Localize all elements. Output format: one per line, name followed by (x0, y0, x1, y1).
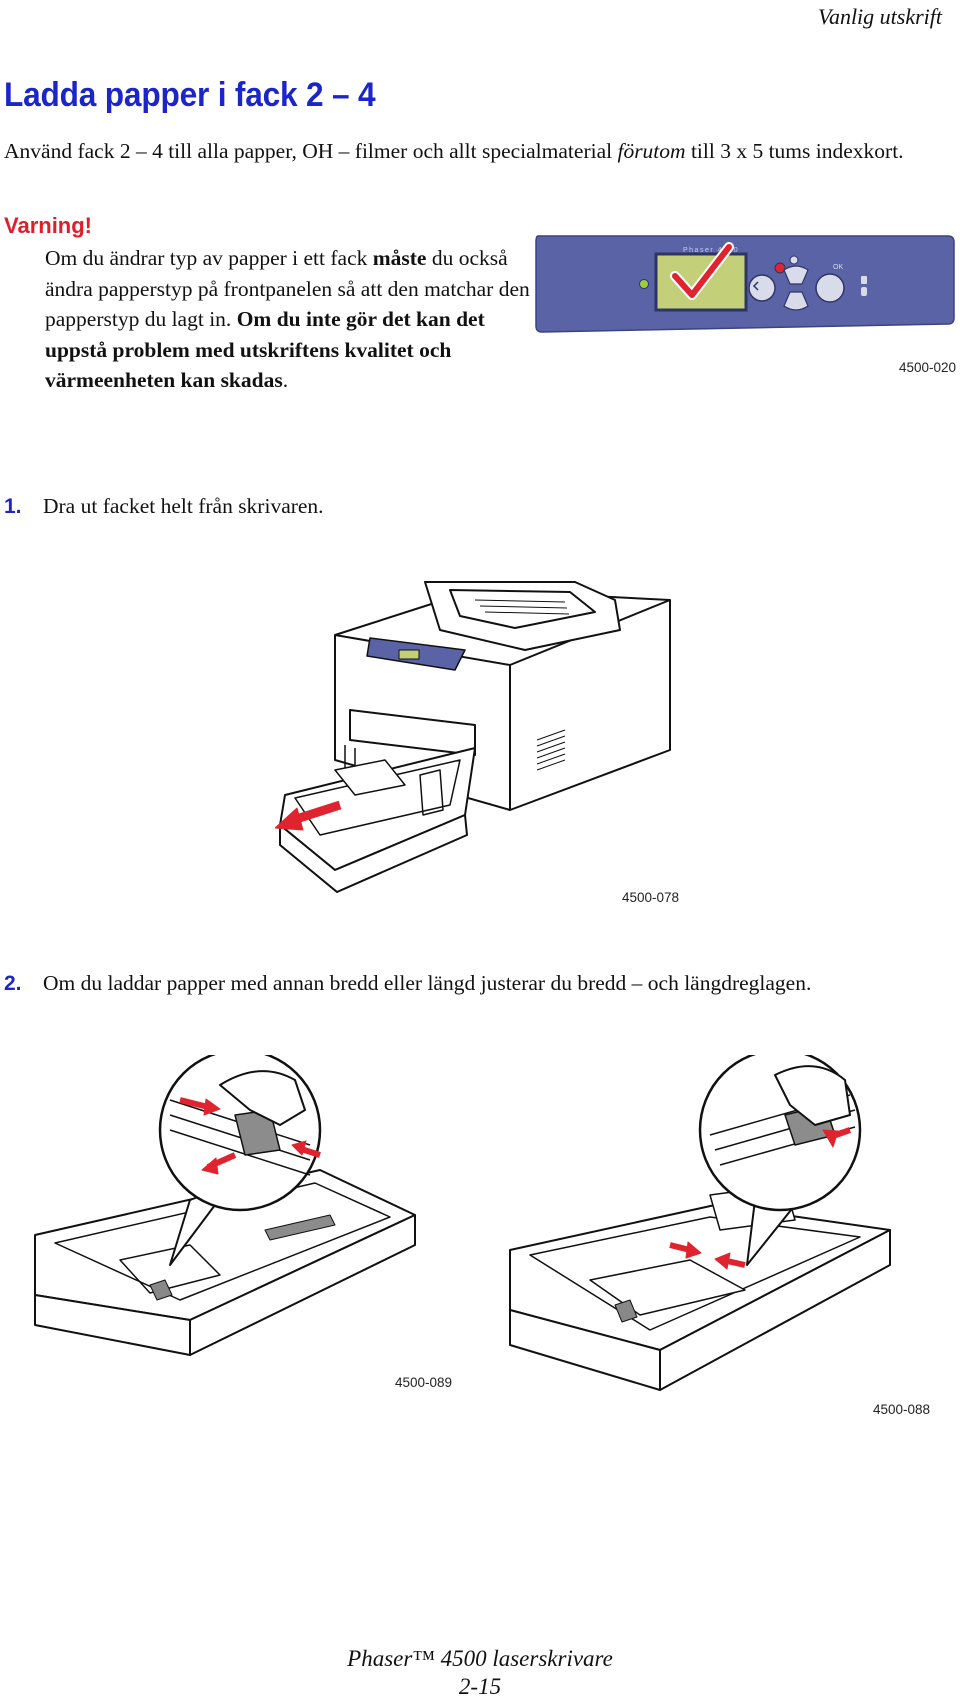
step-1-number: 1. (4, 495, 22, 518)
printer-illustration (275, 581, 671, 893)
printer-door (349, 709, 476, 756)
output-tray (449, 589, 596, 629)
panel-lcd (654, 252, 748, 312)
printer-panel-lcd (398, 649, 420, 660)
page-title: Ladda papper i fack 2 – 4 (4, 76, 376, 114)
warning-text: Om du ändrar typ av papper i ett fack må… (45, 243, 535, 396)
tray-width-guide-illustration (34, 1055, 416, 1356)
printer-figure-caption: 4500-078 (622, 890, 680, 905)
tray-inner (294, 759, 461, 836)
footer-page-number: 2-15 (458, 1674, 502, 1699)
tray-front (279, 814, 468, 893)
right-callout-hand (774, 1065, 851, 1126)
printer-switch (344, 745, 356, 770)
step-1-text: Dra ut facket helt från skrivaren. (43, 494, 324, 518)
back-arrow-icon (752, 281, 759, 291)
step-2-number: 2. (4, 972, 22, 995)
warning-bold-2: Om du inte gör det kan det uppstå proble… (45, 307, 485, 392)
front-panel-illustration: Phaser 4500 OK (535, 235, 955, 333)
warning-part-2: du också ändra papperstyp på frontpanele… (45, 246, 530, 331)
tray-right-guide-small (614, 1299, 638, 1323)
down-button-icon (783, 291, 809, 311)
tray-length-guide-illustration (509, 1055, 891, 1391)
tray-left-caption: 4500-089 (395, 1375, 453, 1390)
help-button-icon (789, 255, 799, 265)
warning-part-3: . (282, 368, 289, 392)
arrow-2-icon (201, 1157, 219, 1175)
warning-bold-1: måste (372, 246, 427, 270)
power-led (639, 279, 649, 289)
tray-left-side (189, 1214, 416, 1356)
panel-figure-caption: 4500-020 (899, 360, 957, 375)
tray-left-rail (264, 1214, 336, 1241)
ok-label: OK (833, 264, 843, 271)
intro-text-before: Använd fack 2 – 4 till alla papper, OH –… (4, 139, 618, 163)
back-button-icon (748, 274, 776, 302)
panel-model-label: Phaser 4500 (683, 247, 739, 254)
tray-left-paper (119, 1244, 221, 1294)
arrow-6-shaft (726, 1258, 746, 1268)
tray-guide (419, 769, 444, 816)
arrow-1-shaft (179, 1097, 209, 1110)
output-slot-lines (474, 599, 570, 615)
ok-button-icon (815, 273, 845, 303)
arrow-4-icon (822, 1129, 839, 1148)
info-icon (861, 276, 867, 284)
warning-label: Varning! (4, 213, 93, 238)
intro-paragraph: Använd fack 2 – 4 till alla papper, OH –… (4, 137, 949, 166)
step-2-text: Om du laddar papper med annan bredd elle… (43, 971, 812, 995)
tray-right-caption: 4500-088 (873, 1402, 931, 1417)
intro-emphasis: förutom (617, 139, 686, 163)
tray-left-guide-small (149, 1279, 173, 1301)
printer-output-cover (424, 581, 621, 651)
arrow-6-icon (714, 1252, 731, 1270)
printer-vent (536, 729, 566, 771)
cancel-button-icon (774, 262, 786, 274)
pull-arrow-icon (275, 807, 304, 831)
warning-part-1: Om du ändrar typ av papper i ett fack (45, 246, 373, 270)
arrow-3-icon (291, 1140, 307, 1156)
up-button-icon (783, 265, 809, 285)
tray-right-side (659, 1229, 891, 1391)
footer-product: Phaser™ 4500 laserskrivare (347, 1646, 613, 1671)
lock-icon (861, 287, 867, 296)
tray-paper (334, 759, 406, 796)
arrow-5-icon (685, 1241, 702, 1259)
callout-hand (219, 1070, 306, 1126)
checkmark-icon (672, 244, 732, 298)
intro-text-after: till 3 x 5 tums indexkort. (685, 139, 904, 163)
tray-right-inner (529, 1216, 861, 1331)
running-header: Vanlig utskrift (817, 4, 942, 29)
arrow-1-icon (203, 1098, 221, 1116)
